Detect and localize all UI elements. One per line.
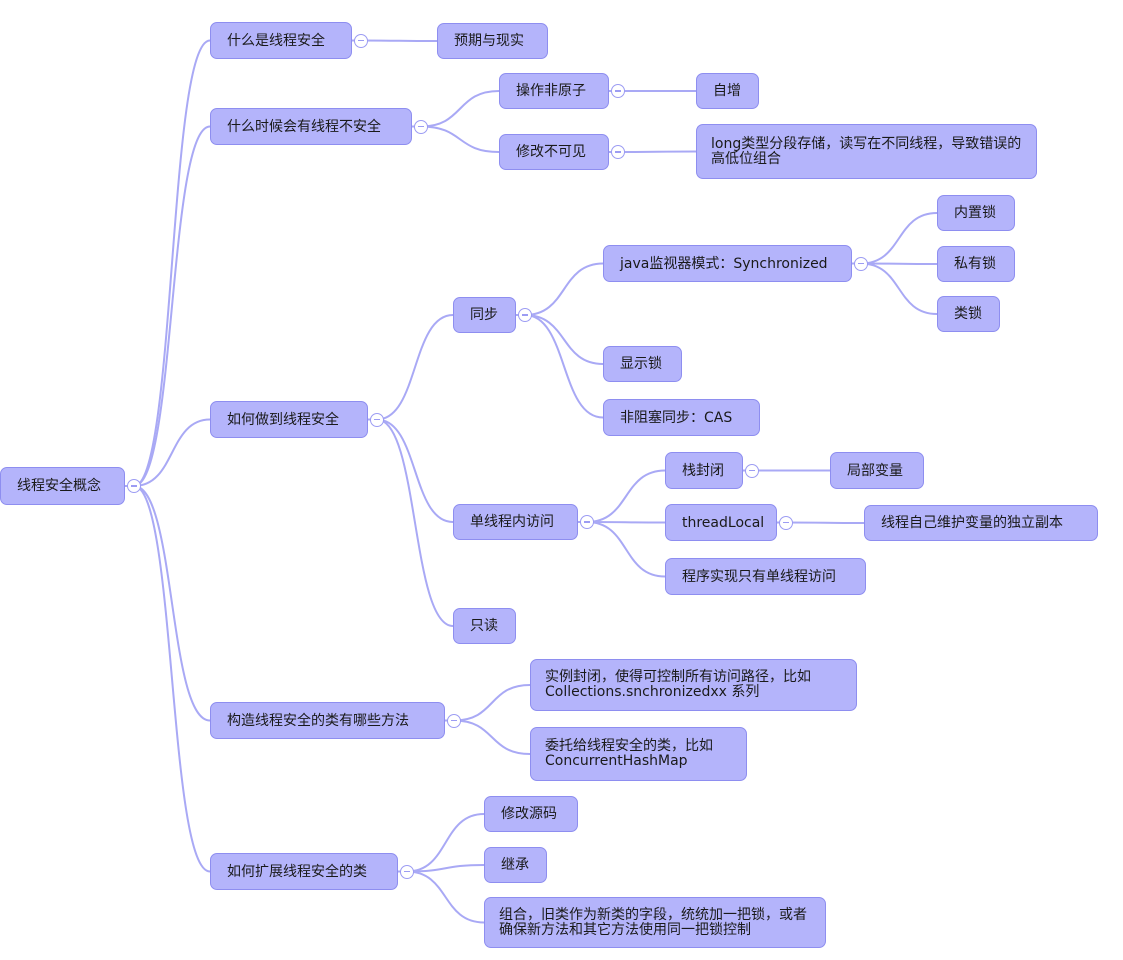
node-inheritance[interactable]: 继承 <box>484 847 547 883</box>
node-private-lock[interactable]: 私有锁 <box>937 246 1015 282</box>
node-construct-thread-safe-class[interactable]: 构造线程安全的类有哪些方法 <box>210 702 445 739</box>
node-modify-source[interactable]: 修改源码 <box>484 796 578 832</box>
collapse-toggle-icon[interactable] <box>854 256 868 271</box>
connector-line <box>420 125 500 153</box>
node-single-thread-access[interactable]: 单线程内访问 <box>453 504 578 540</box>
node-local-variable[interactable]: 局部变量 <box>830 452 924 489</box>
connector-line <box>524 262 604 316</box>
node-synchronization[interactable]: 同步 <box>453 297 516 333</box>
collapse-toggle-icon[interactable] <box>400 864 414 879</box>
node-intrinsic-lock[interactable]: 内置锁 <box>937 195 1015 231</box>
connector-line <box>376 314 454 421</box>
node-what-is-thread-safety[interactable]: 什么是线程安全 <box>210 22 352 59</box>
node-increment[interactable]: 自增 <box>696 73 759 109</box>
node-extend-thread-safe-class[interactable]: 如何扩展线程安全的类 <box>210 853 398 890</box>
connector-line <box>376 418 454 627</box>
node-root-thread-safety-concept[interactable]: 线程安全概念 <box>0 467 125 505</box>
node-delegate-to-thread-safe-class[interactable]: 委托给线程安全的类，比如ConcurrentHashMap <box>530 727 747 781</box>
collapse-toggle-icon[interactable] <box>779 515 793 530</box>
connector-line <box>785 521 865 524</box>
node-stack-confinement[interactable]: 栈封闭 <box>665 452 743 489</box>
collapse-toggle-icon[interactable] <box>127 479 141 493</box>
connector-line <box>586 469 666 523</box>
node-composition[interactable]: 组合，旧类作为新类的字段，统统加一把锁，或者确保新方法和其它方法使用同一把锁控制 <box>484 897 826 948</box>
connector-line <box>524 314 604 365</box>
connector-line <box>586 521 666 524</box>
connector-line <box>406 864 485 873</box>
connector-line <box>453 684 531 722</box>
connector-line <box>360 39 438 42</box>
connector-line <box>860 262 938 265</box>
node-class-lock[interactable]: 类锁 <box>937 296 1000 332</box>
node-non-atomic-operation[interactable]: 操作非原子 <box>499 73 609 109</box>
connector-line <box>860 262 938 315</box>
connector-line <box>376 418 454 523</box>
node-program-single-thread-only[interactable]: 程序实现只有单线程访问 <box>665 558 866 595</box>
connector-line <box>133 39 211 487</box>
node-explicit-lock[interactable]: 显示锁 <box>603 346 682 382</box>
node-when-thread-unsafe[interactable]: 什么时候会有线程不安全 <box>210 108 412 145</box>
connector-line <box>860 212 938 265</box>
collapse-toggle-icon[interactable] <box>611 84 625 98</box>
connector-line <box>133 485 211 873</box>
collapse-toggle-icon[interactable] <box>447 713 461 728</box>
connector-line <box>420 90 500 128</box>
connector-line <box>133 418 211 487</box>
collapse-toggle-icon[interactable] <box>745 463 759 478</box>
node-modification-invisible[interactable]: 修改不可见 <box>499 134 609 170</box>
collapse-toggle-icon[interactable] <box>611 145 625 159</box>
collapse-toggle-icon[interactable] <box>518 308 532 322</box>
node-threadlocal[interactable]: threadLocal <box>665 504 777 541</box>
node-long-type-segmented-storage[interactable]: long类型分段存储，读写在不同线程，导致错误的高低位组合 <box>696 124 1037 179</box>
connector-line <box>453 719 531 755</box>
connector-line <box>406 870 485 924</box>
node-non-blocking-sync-cas[interactable]: 非阻塞同步：CAS <box>603 399 760 436</box>
node-thread-own-variable-copy[interactable]: 线程自己维护变量的独立副本 <box>864 505 1098 541</box>
collapse-toggle-icon[interactable] <box>414 119 428 134</box>
node-expectation-vs-reality[interactable]: 预期与现实 <box>437 23 548 59</box>
collapse-toggle-icon[interactable] <box>370 412 384 427</box>
node-how-to-achieve-thread-safety[interactable]: 如何做到线程安全 <box>210 401 368 438</box>
connector-line <box>133 125 211 487</box>
connector-line <box>586 521 666 578</box>
collapse-toggle-icon[interactable] <box>354 33 368 48</box>
node-read-only[interactable]: 只读 <box>453 608 516 644</box>
connector-line <box>133 485 211 722</box>
connector-line <box>524 314 604 419</box>
connector-line <box>406 813 485 873</box>
node-instance-confinement[interactable]: 实例封闭，使得可控制所有访问路径，比如Collections.snchroniz… <box>530 659 857 711</box>
node-java-monitor-synchronized[interactable]: java监视器模式：Synchronized <box>603 245 852 282</box>
connector-line <box>617 150 697 153</box>
collapse-toggle-icon[interactable] <box>580 515 594 529</box>
